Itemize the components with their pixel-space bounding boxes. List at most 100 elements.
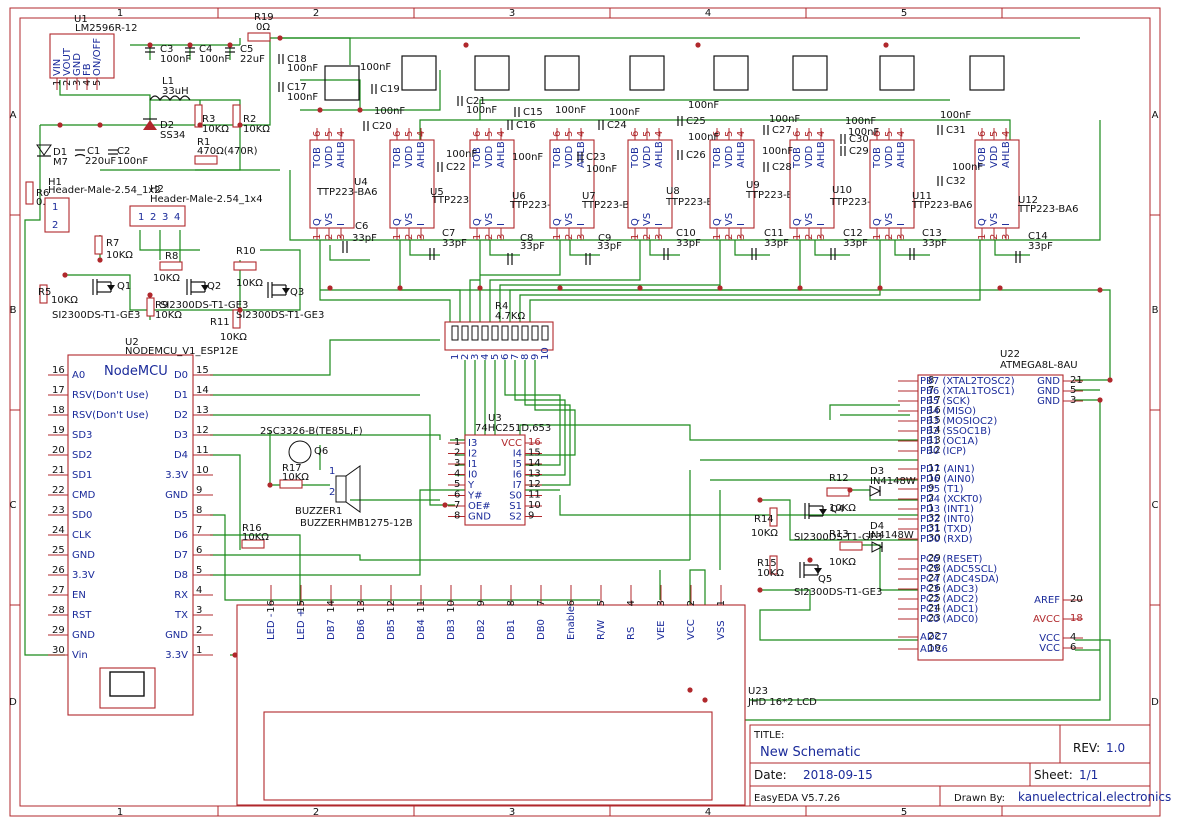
mcu-left-pin-13: PD2 (INT0)	[920, 514, 974, 525]
grid-col-bottom-1: 2	[313, 807, 319, 818]
header-h2: H2 Header-Male-2.54_1x4 1 2 3 4	[129, 184, 263, 227]
decap-8-ref: C16	[516, 120, 536, 131]
mcu-left-num-17: 28	[928, 563, 941, 574]
touch-chip-6-bot-pin-2: I	[736, 223, 747, 226]
mux-left-num-0: 1	[454, 437, 460, 448]
nodemcu-left-pin-2: RSV(Don't Use)	[72, 410, 149, 421]
lcd-pin-label-0: LED -	[266, 613, 277, 640]
mux-left-num-5: 6	[454, 490, 460, 501]
date-label: Date:	[754, 768, 787, 782]
mux-left-num-7: 8	[454, 511, 460, 522]
rnet-pin-6: 6	[500, 354, 511, 360]
grid-col-top-3: 4	[705, 8, 711, 19]
touch-chip-1-top-pin-1: VDD	[324, 145, 335, 168]
lcd-pin-label-6: DB3	[446, 619, 457, 640]
nodemcu-left-num-10: 26	[52, 565, 65, 576]
nodemcu-left-num-6: 22	[52, 485, 65, 496]
lcd-pin-num-11: 5	[596, 600, 607, 606]
touch-chip-2-top-pin-0: TOB	[392, 147, 403, 169]
mcu-right-num-5: 4	[1070, 632, 1076, 643]
nodemcu-left-pin-4: SD2	[72, 450, 92, 461]
decoupling-caps: C18100nFC17100nFC19100nFC20100nFC22100nF…	[278, 54, 983, 187]
mcu-left-pin-3: PB4 (MISO)	[920, 406, 976, 417]
touch-chip-9-part: TTP223-BA6	[1017, 204, 1078, 215]
nodemcu-right-pin-9: D7	[174, 550, 188, 561]
nodemcu-right-pin-12: TX	[174, 610, 188, 621]
r19-value: 0Ω	[256, 22, 270, 33]
nodemcu-right-pin-0: D0	[174, 370, 188, 381]
touch-chip-7-top-pin-2: AHLB	[816, 141, 827, 168]
touch-pad-8	[879, 55, 915, 91]
decap-4-value: 100nF	[374, 106, 405, 117]
r16-ref: R16	[242, 523, 262, 534]
touch-pad-3	[474, 55, 510, 91]
touch-chip-2-bot-pin-0: Q	[392, 218, 403, 226]
mcu-left-pin-16: PC6 (RESET)	[920, 554, 982, 565]
touch-chip-9-top-pin-2: AHLB	[1001, 141, 1012, 168]
tool-version: EasyEDA V5.7.26	[754, 793, 840, 804]
nodemcu-right-pin-11: RX	[174, 590, 188, 601]
decap-4-ref: C20	[372, 121, 392, 132]
mcu-left-num-9: 10	[928, 473, 941, 484]
grid-col-top-2: 3	[509, 8, 515, 19]
mosfet-cluster-left: R7 10KΩ R8 10KΩ R10 10KΩ R5 10KΩ R9 10KΩ…	[38, 235, 324, 343]
nodemcu-left-pin-3: SD3	[72, 430, 92, 441]
rnet-pin-9: 9	[530, 354, 541, 360]
mosfet-q4-part: SI2300DS-T1-GE3	[794, 532, 882, 543]
mcu-left-pin-18: PC4 (ADC4SDA)	[920, 574, 999, 585]
touch-chip-2-bot-pin-1: VS	[404, 213, 415, 226]
mosfet-q1-part: SI2300DS-T1-GE3	[52, 310, 140, 321]
r3-value: 10KΩ	[202, 124, 229, 135]
decap-13-value: 100nF	[769, 114, 800, 125]
mux-right-pin-2: I5	[513, 459, 522, 470]
touch-chip-5-bot-pin-1: VS	[642, 213, 653, 226]
touch-chip-4-bot-pin-1: VS	[564, 213, 575, 226]
mcu-right-pin-3: AREF	[1034, 595, 1060, 606]
regulator-part: LM2596R-12	[75, 23, 138, 34]
rnet-pin-7: 7	[510, 354, 521, 360]
mosfet-q3-ref: Q3	[290, 287, 304, 298]
nodemcu-right-num-1: 14	[196, 385, 209, 396]
nodemcu-right-pin-8: D6	[174, 530, 188, 541]
decap-18-ref: C32	[946, 176, 966, 187]
mcu-left-num-6: 13	[928, 435, 941, 446]
mcu-left-pin-2: PB5 (SCK)	[920, 396, 970, 407]
mux-right-pin-3: I6	[513, 470, 522, 481]
mcu-left-num-21: 24	[928, 603, 941, 614]
touch-chip-4-bot-pin-2: I	[576, 223, 587, 226]
d2-value: SS34	[160, 130, 185, 141]
lcd-pin-label-9: DB0	[536, 619, 547, 640]
r14-value: 10KΩ	[751, 528, 778, 539]
lcd-pin-num-8: 8	[506, 600, 517, 606]
mux-right-num-5: 11	[528, 490, 541, 501]
mcu-right-num-2: 3	[1070, 395, 1076, 406]
grid-row-right-0: A	[1152, 110, 1159, 121]
mcu-left-pin-0: PB7 (XTAL2TOSC2)	[920, 376, 1015, 387]
lcd-pin-num-10: 6	[566, 600, 577, 606]
touch-chip-2-part: TTP223-BA6	[431, 195, 492, 206]
regulator-u1: U1 LM2596R-12 VIN1VOUT2GND3FB4ON/OFF5	[49, 14, 138, 90]
junction-dots	[57, 35, 1113, 703]
mcu-left-num-19: 26	[928, 583, 941, 594]
nodemcu-right-num-3: 12	[196, 425, 209, 436]
touch-chip-5-part: TTP223-BA6	[665, 197, 726, 208]
mosfet-q2-ref: Q2	[207, 281, 221, 292]
touch-chip-7-top-pin-1: VDD	[804, 145, 815, 168]
mcu-left-pin-10: PD5 (T1)	[920, 484, 964, 495]
mcu-left-num-20: 25	[928, 593, 941, 604]
r13-ref: R13	[829, 529, 849, 540]
d2-ref: D2	[160, 120, 174, 131]
touch-cap-8-ref: C13	[922, 228, 942, 239]
touch-pads	[324, 55, 1005, 101]
rnet-pin-3: 3	[470, 354, 481, 360]
touch-cap-3-value: 33pF	[520, 241, 545, 252]
lcd-pin-num-7: 9	[476, 600, 487, 606]
touch-chip-3-bot-pin-1: VS	[484, 213, 495, 226]
r9-ref: R9	[155, 300, 168, 311]
nodemcu-left-pin-0: A0	[72, 370, 85, 381]
buzzer-driver: 2SC3326-B(TE85L,F) Q6 R17 10KΩ 1 2 BUZZE…	[241, 426, 413, 549]
rnet-pin-2: 2	[460, 354, 471, 360]
mux-left-pin-0: I3	[468, 438, 477, 449]
